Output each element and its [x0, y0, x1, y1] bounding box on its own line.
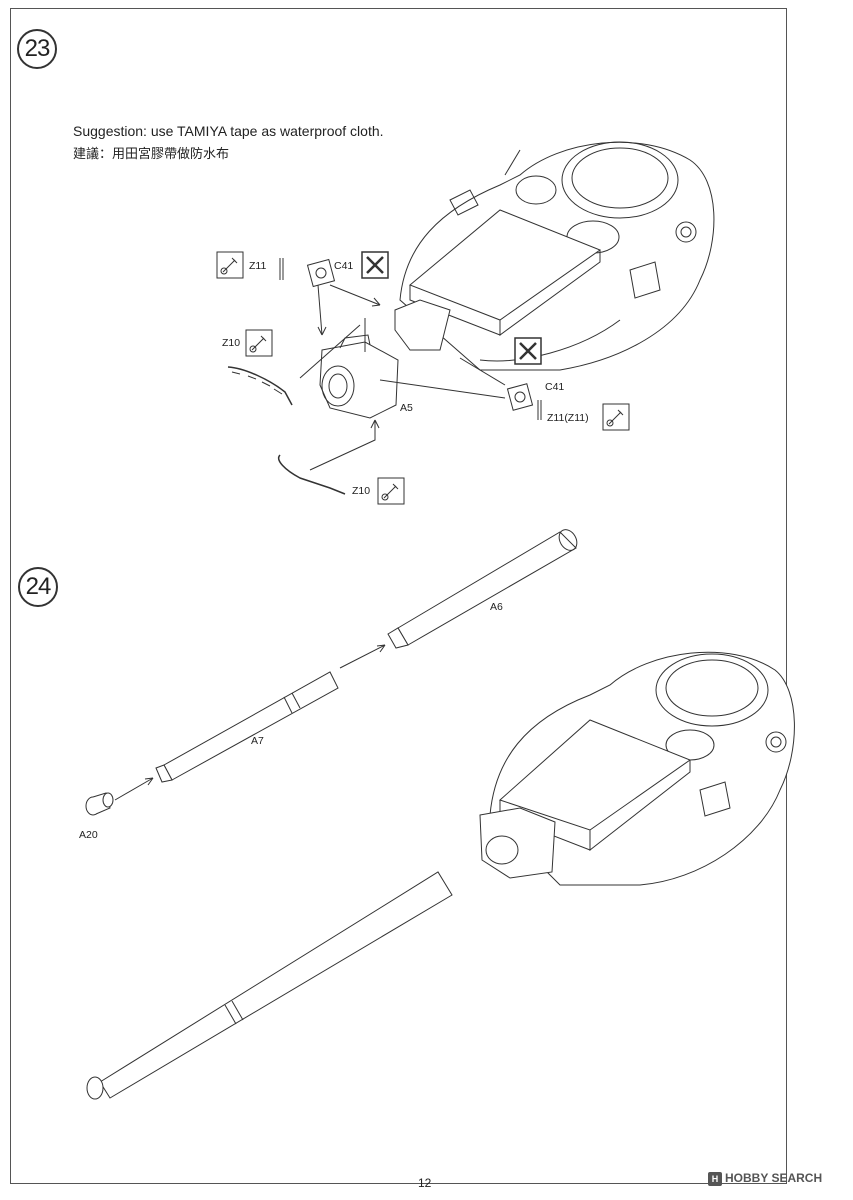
step-24-number: 24	[25, 573, 52, 600]
wire-z10-left	[227, 366, 293, 406]
mantlet-cover-a5	[319, 334, 399, 419]
page-frame	[10, 8, 787, 1184]
leader-lines-step24	[114, 644, 386, 801]
glue-icon	[602, 403, 630, 431]
page-number: 12	[418, 1176, 432, 1190]
watermark-logo: H	[708, 1172, 722, 1186]
step-24-badge: 24	[18, 567, 58, 607]
pin-z11	[279, 258, 542, 420]
label-a5: A5	[400, 402, 413, 414]
bracket-c41-right	[506, 383, 534, 411]
label-z11-right: Z11(Z11)	[547, 412, 589, 424]
glue-icon	[245, 329, 273, 357]
leader-lines-step23	[299, 284, 506, 471]
muzzle-a20	[85, 792, 114, 816]
note-english: Suggestion: use TAMIYA tape as waterproo…	[73, 123, 384, 139]
turret-step23	[394, 141, 715, 371]
turret-step24	[479, 651, 795, 886]
step-23-badge: 23	[17, 29, 57, 69]
cut-not-icon	[361, 251, 389, 279]
barrel-a6	[387, 529, 578, 649]
barrel-assembled	[86, 871, 453, 1100]
watermark-text: HOBBY SEARCH	[725, 1171, 823, 1185]
step-23-number: 23	[24, 35, 51, 62]
label-a7: A7	[251, 735, 264, 747]
label-a20: A20	[79, 829, 98, 841]
label-a6: A6	[490, 601, 503, 613]
label-c41-top: C41	[334, 260, 354, 272]
label-z10-left: Z10	[222, 337, 241, 349]
glue-icon	[377, 477, 405, 505]
label-c41-right: C41	[545, 381, 565, 393]
cut-not-icon	[514, 337, 542, 365]
wire-z10-bottom	[278, 454, 346, 495]
barrel-a7	[155, 671, 339, 783]
label-z11-top: Z11	[249, 260, 267, 272]
note-chinese: 建議：用田宮膠帶做防水布	[73, 146, 230, 161]
glue-icon	[216, 251, 244, 279]
label-z10-bottom: Z10	[352, 485, 371, 497]
bracket-c41-top	[306, 258, 336, 288]
